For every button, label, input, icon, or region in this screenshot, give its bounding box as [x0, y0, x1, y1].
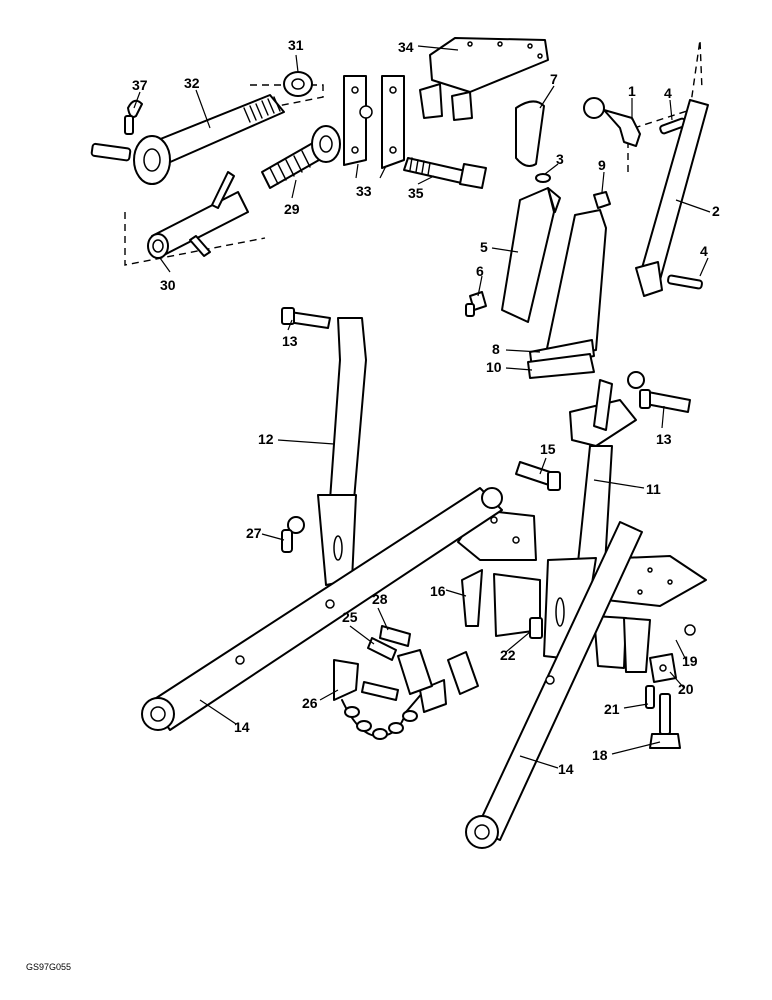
callout-15: 15	[540, 441, 556, 457]
callout-1: 1	[628, 83, 636, 99]
pin-part-27	[281, 516, 305, 553]
bushing-part-31	[283, 71, 313, 97]
callout-5: 5	[480, 239, 488, 255]
nut-part-9	[593, 191, 611, 209]
sleeve-part-30	[147, 171, 249, 259]
pin-part-25	[367, 637, 397, 661]
bolt-part-35	[403, 157, 487, 189]
callout-4: 4	[664, 85, 672, 101]
bolt-part-13-left	[281, 307, 331, 329]
callout-6: 6	[476, 263, 484, 279]
plates-part-33	[343, 75, 405, 169]
callout-27: 27	[246, 525, 262, 541]
pin-part-4-lower	[667, 274, 703, 290]
callout-20: 20	[678, 681, 694, 697]
bolt-part-32-pin	[90, 142, 132, 162]
callout-16: 16	[430, 583, 446, 599]
callout-30: 30	[160, 277, 176, 293]
top-link-part-12	[317, 317, 367, 586]
callout-12: 12	[258, 431, 274, 447]
callout-22: 22	[500, 647, 516, 663]
pin-part-37	[124, 99, 143, 135]
lower-link-part-14-left	[141, 487, 503, 731]
block-part-20	[649, 653, 677, 683]
lever-part-1	[583, 97, 641, 147]
callout-labels: 31 34 37 32 7 1 4 3 9 2 29 33 35 5 4 30 …	[132, 37, 720, 777]
bracket-part-5	[501, 187, 561, 323]
callout-26: 26	[302, 695, 318, 711]
bolt-part-22	[529, 617, 543, 639]
lever-part-11-head	[569, 371, 645, 447]
bracket-part-19	[593, 555, 707, 673]
callout-31: 31	[288, 37, 304, 53]
reference-code: GS97G055	[26, 962, 71, 972]
callout-14-right: 14	[558, 761, 574, 777]
callout-21: 21	[604, 701, 620, 717]
callout-2: 2	[712, 203, 720, 219]
bolt-part-6	[465, 291, 487, 317]
callout-28: 28	[372, 591, 388, 607]
callout-34: 34	[398, 39, 414, 55]
callout-33: 33	[356, 183, 372, 199]
adjuster-rod-part-32	[133, 94, 285, 185]
callout-9: 9	[598, 157, 606, 173]
callout-19: 19	[682, 653, 698, 669]
callout-8: 8	[492, 341, 500, 357]
callout-37: 37	[132, 77, 148, 93]
threaded-end-part-29	[261, 125, 341, 189]
callout-7: 7	[550, 71, 558, 87]
bolt-part-15	[515, 461, 561, 491]
plate-part-10	[527, 353, 595, 379]
bracket-part-16	[457, 509, 541, 637]
leader-lines	[133, 45, 711, 769]
callout-25: 25	[342, 609, 358, 625]
callout-18: 18	[592, 747, 608, 763]
callout-32: 32	[184, 75, 200, 91]
bolt-part-21	[645, 685, 655, 709]
clip-part-7	[515, 100, 545, 167]
bracket-part-34	[419, 37, 549, 121]
callout-13-right: 13	[656, 431, 672, 447]
callout-10: 10	[486, 359, 502, 375]
chain-part-26	[333, 649, 479, 740]
bolt-part-18	[649, 693, 681, 749]
pin-part-28	[379, 625, 411, 647]
bolt-part-13-right	[639, 389, 691, 413]
lower-link-part-14-right	[465, 521, 643, 849]
callout-11: 11	[646, 481, 661, 497]
callout-35: 35	[408, 185, 424, 201]
washer-part-3	[535, 173, 551, 183]
callout-13-left: 13	[282, 333, 298, 349]
callout-4-lower: 4	[700, 243, 708, 259]
callout-3: 3	[556, 151, 564, 167]
rod-part-2	[635, 99, 709, 297]
callout-29: 29	[284, 201, 300, 217]
callout-14-left: 14	[234, 719, 250, 735]
